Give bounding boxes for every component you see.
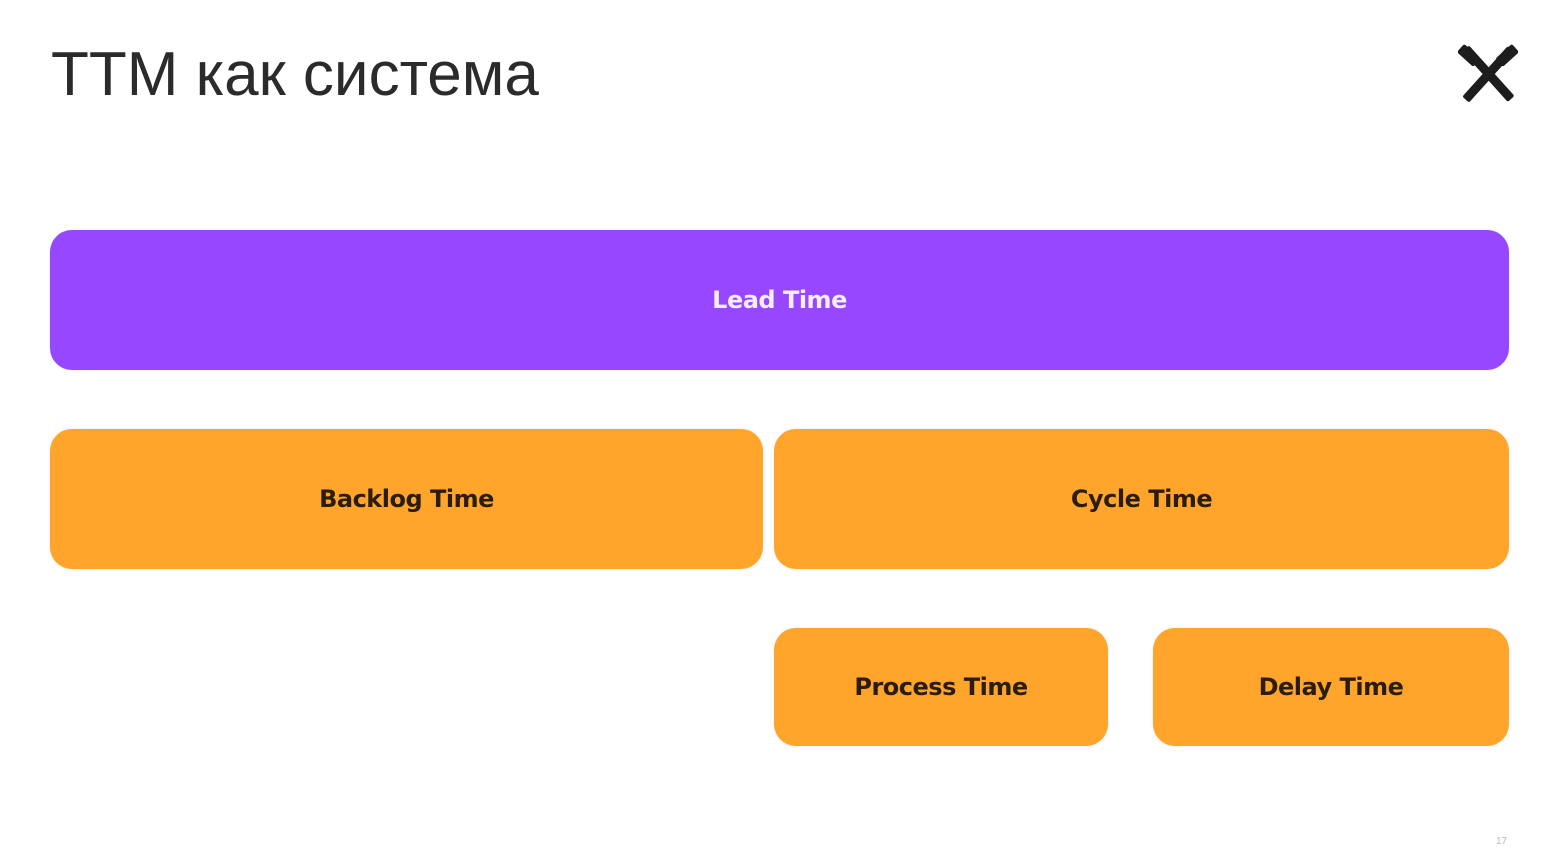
backlog-time-box: Backlog Time [50, 429, 763, 569]
process-time-label: Process Time [854, 673, 1028, 701]
page-number: 17 [1496, 836, 1508, 847]
lead-time-box: Lead Time [50, 230, 1509, 370]
delay-time-label: Delay Time [1258, 673, 1404, 701]
crossed-hammers-icon [1457, 44, 1519, 104]
lead-time-label: Lead Time [712, 286, 847, 314]
cycle-time-box: Cycle Time [774, 429, 1509, 569]
process-time-box: Process Time [774, 628, 1108, 746]
backlog-time-label: Backlog Time [319, 485, 494, 513]
delay-time-box: Delay Time [1153, 628, 1509, 746]
slide-title: TTM как система [51, 40, 539, 109]
cycle-time-label: Cycle Time [1070, 485, 1213, 513]
